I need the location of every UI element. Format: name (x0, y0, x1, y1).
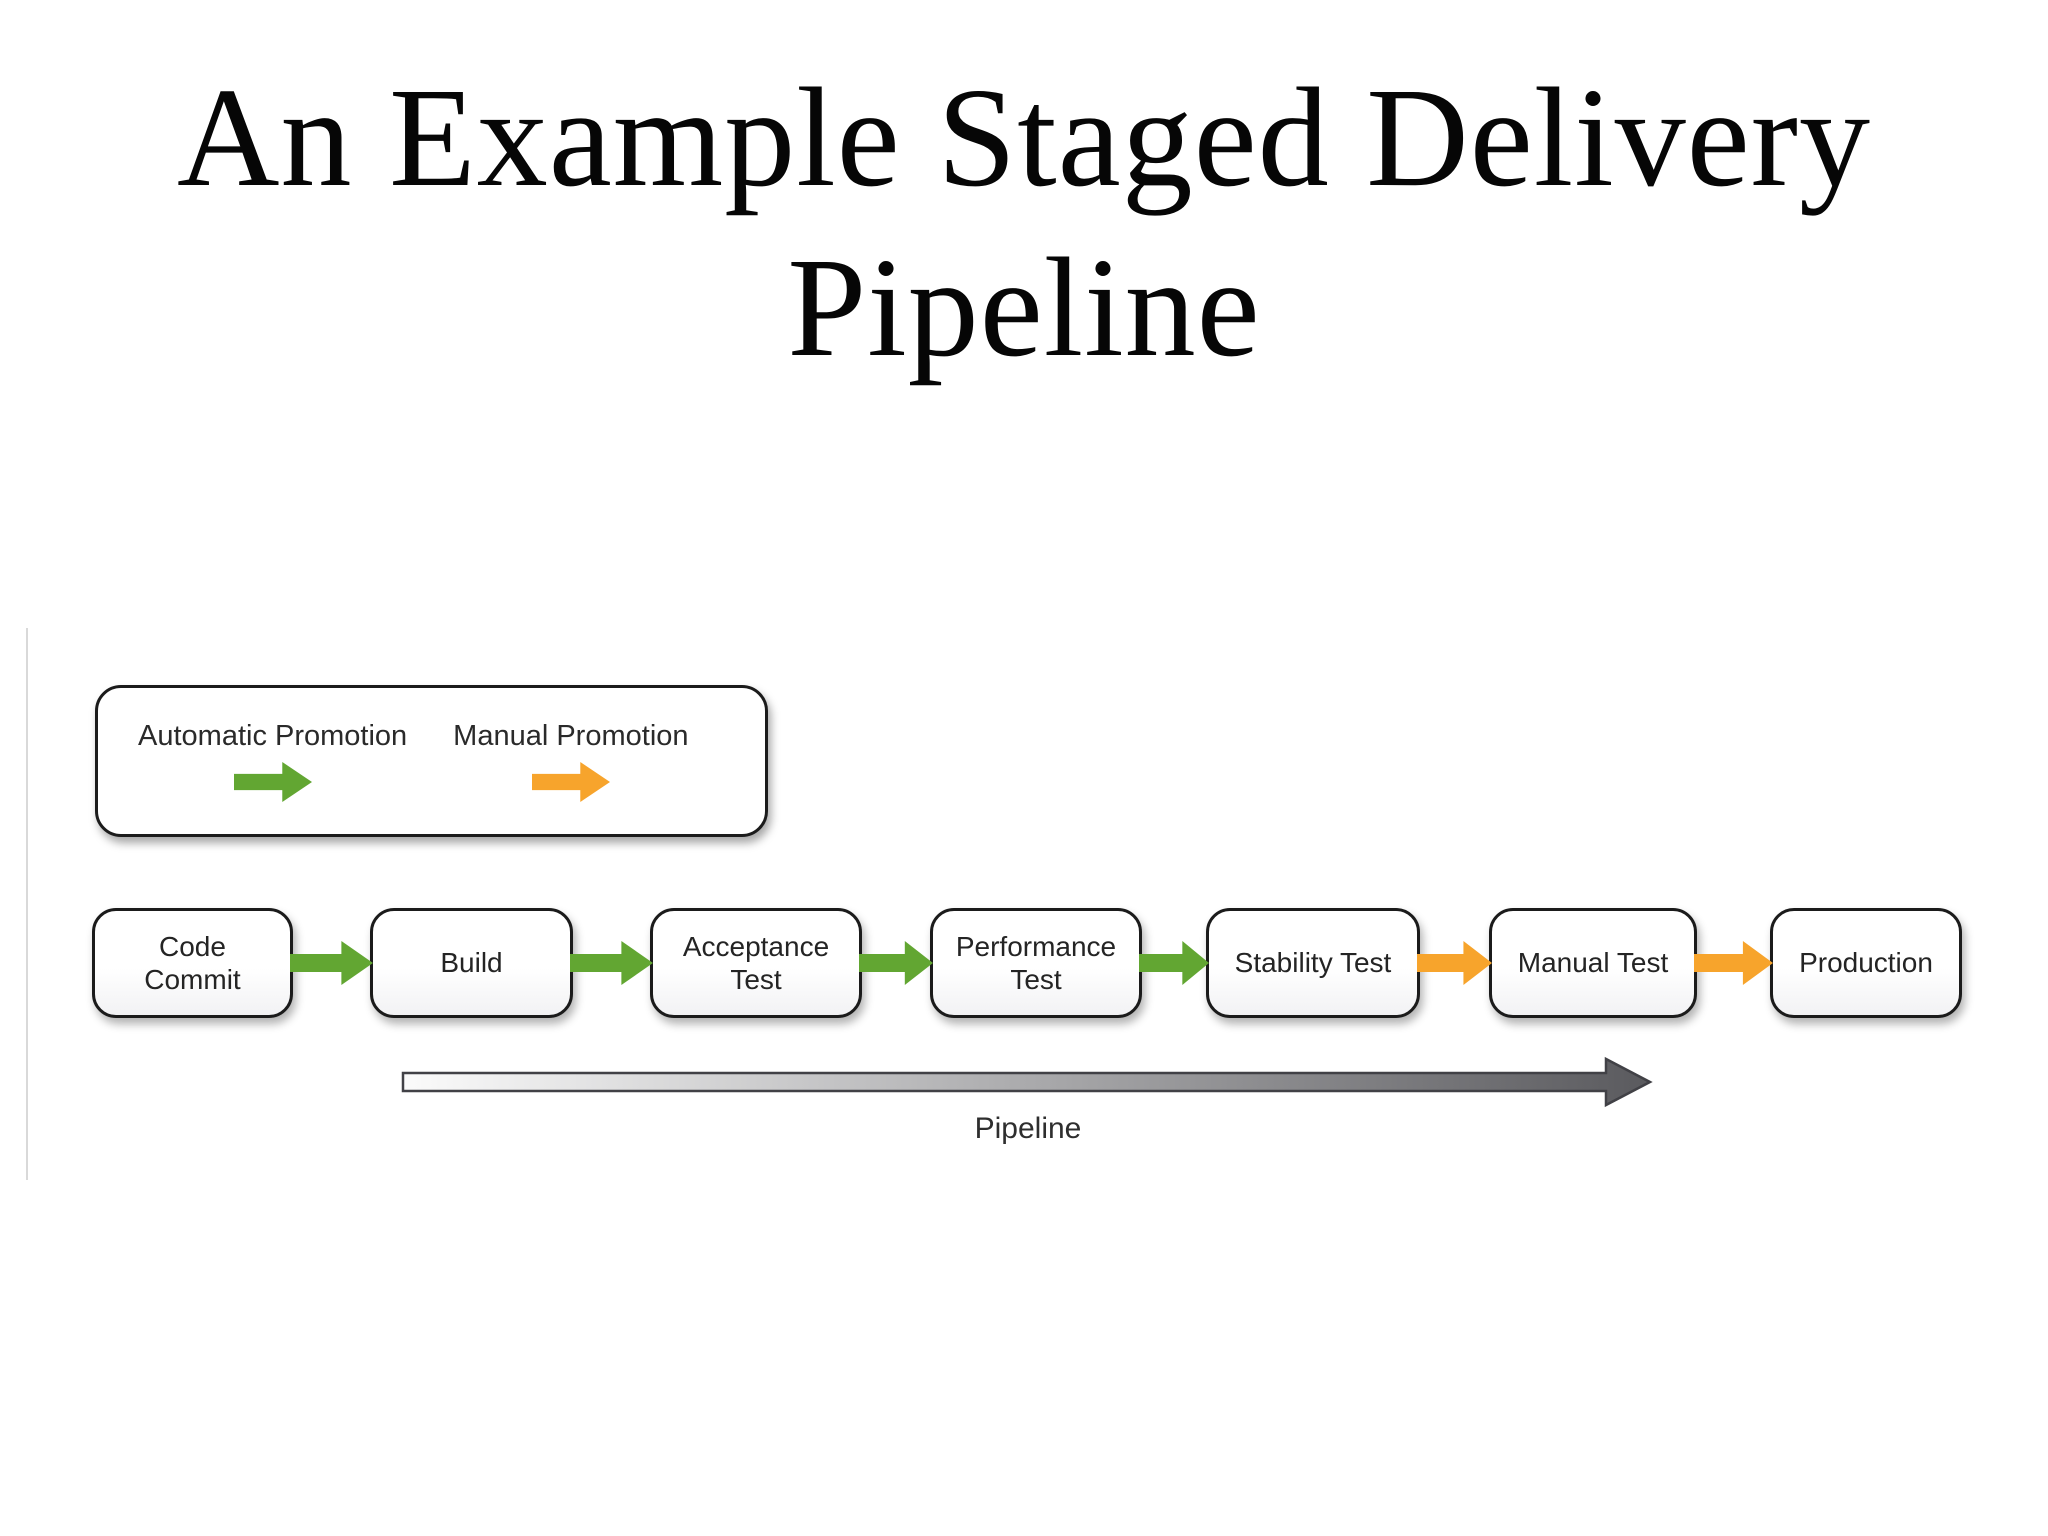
legend-item-manual: Manual Promotion (453, 720, 689, 802)
automatic-promotion-arrow-icon (233, 762, 312, 802)
pipeline-axis-arrow (401, 1056, 1653, 1108)
legend-box: Automatic Promotion Manual Promotion (95, 685, 768, 837)
legend-label-manual: Manual Promotion (453, 720, 689, 752)
legend-item-automatic: Automatic Promotion (138, 720, 407, 802)
transition-arrow-automatic-4 (1139, 941, 1209, 985)
slide-title-line1: An Example Staged Delivery (176, 58, 1871, 216)
stage-manual-test: Manual Test (1489, 908, 1697, 1018)
slide-title-line2: Pipeline (787, 228, 1261, 386)
legend-label-automatic: Automatic Promotion (138, 720, 408, 752)
stage-production: Production (1770, 908, 1962, 1018)
transition-arrow-manual-1 (1417, 941, 1492, 985)
stage-stability-test: Stability Test (1206, 908, 1420, 1018)
manual-promotion-arrow-icon (531, 762, 610, 802)
pipeline-axis-label: Pipeline (974, 1112, 1082, 1145)
stage-build: Build (370, 908, 573, 1018)
transition-arrow-automatic-1 (290, 941, 373, 985)
stage-performance-test: Performance Test (930, 908, 1142, 1018)
stage-code-commit: Code Commit (92, 908, 293, 1018)
transition-arrow-manual-2 (1694, 941, 1773, 985)
stage-acceptance-test: Acceptance Test (650, 908, 862, 1018)
transition-arrow-automatic-3 (859, 941, 933, 985)
slide-title: An Example Staged Delivery Pipeline (0, 52, 2048, 392)
transition-arrow-automatic-2 (570, 941, 653, 985)
diagram-image-left-edge (26, 628, 28, 1180)
